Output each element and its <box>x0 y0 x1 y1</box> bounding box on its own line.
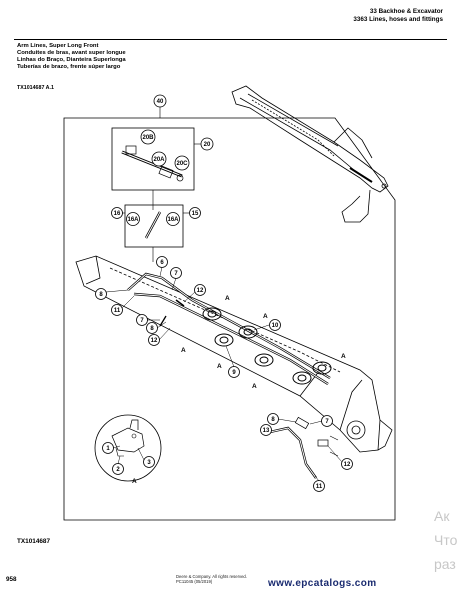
detail-box-16: 16A 16A 16 15 <box>111 204 201 262</box>
svg-text:20B: 20B <box>142 135 154 141</box>
detail-box-20: 20B 20A 20C 20 <box>111 127 214 210</box>
svg-text:20A: 20A <box>153 157 165 163</box>
svg-text:7: 7 <box>140 318 144 324</box>
svg-text:A: A <box>225 295 230 302</box>
side-text-3: раз <box>434 556 456 572</box>
title-line-pt: Linhas do Braço, Dianteira Superlonga <box>17 57 126 63</box>
arm-structure <box>75 255 393 453</box>
section-title: 33 Backhoe & Excavator <box>369 8 443 15</box>
figure-id: TX1014687 <box>17 538 51 545</box>
section-header: 33 Backhoe & Excavator 3363 Lines, hoses… <box>353 8 443 24</box>
svg-text:8: 8 <box>150 326 154 332</box>
footer-copyright: Deere & Company. All rights reserved. <box>176 574 247 579</box>
svg-text:11: 11 <box>316 484 323 490</box>
footer-catalog: PC11045 (05/2019) <box>176 579 213 584</box>
svg-text:A: A <box>341 353 346 360</box>
svg-text:9: 9 <box>232 370 236 376</box>
svg-text:7: 7 <box>174 271 178 277</box>
svg-text:2: 2 <box>116 467 120 473</box>
svg-text:A: A <box>217 363 222 370</box>
callout-40: 40 <box>153 94 167 118</box>
watermark: www.epcatalogs.com <box>268 578 377 589</box>
svg-text:8: 8 <box>99 292 103 298</box>
svg-text:A: A <box>263 313 268 320</box>
title-line-fr: Conduites de bras, avant super longue <box>17 50 126 56</box>
section-a-detail: 1 2 3 <box>94 414 162 482</box>
page-title: Arm Lines, Super Long Front Conduites de… <box>17 43 126 71</box>
svg-text:3: 3 <box>147 460 151 466</box>
svg-text:12: 12 <box>151 338 158 344</box>
svg-text:16A: 16A <box>167 217 179 223</box>
svg-text:12: 12 <box>197 288 204 294</box>
svg-text:1: 1 <box>106 446 110 452</box>
section-marker-a: A A A A A A A <box>132 295 346 485</box>
arm-hoses <box>127 272 332 386</box>
footer-text: Deere & Company. All rights reserved. PC… <box>176 574 247 584</box>
side-text-1: Ак <box>434 508 450 524</box>
svg-text:11: 11 <box>114 308 121 314</box>
excavator-arm-overview <box>231 85 389 223</box>
svg-text:13: 13 <box>263 428 270 434</box>
svg-text:12: 12 <box>344 462 351 468</box>
svg-text:40: 40 <box>157 99 164 105</box>
svg-text:16A: 16A <box>127 217 139 223</box>
svg-text:16: 16 <box>114 211 121 217</box>
svg-text:6: 6 <box>160 260 164 266</box>
figure-reference: TX1014687 A.1 <box>17 85 54 91</box>
svg-text:A: A <box>132 478 137 485</box>
arm-callouts: 6 7 8 11 12 7 8 12 10 9 A A A A A A A <box>95 256 346 485</box>
svg-text:A: A <box>181 347 186 354</box>
title-line-en: Arm Lines, Super Long Front <box>17 43 99 49</box>
svg-text:20C: 20C <box>176 161 188 167</box>
title-line-es: Tuberías de brazo, frente súper largo <box>17 64 121 70</box>
subsection-title: 3363 Lines, hoses and fittings <box>353 16 443 23</box>
detail-frame <box>63 117 396 521</box>
svg-text:10: 10 <box>272 323 279 329</box>
side-text-2: Что <box>434 532 458 548</box>
header-rule <box>14 39 447 40</box>
svg-text:A: A <box>252 383 257 390</box>
svg-text:7: 7 <box>325 419 329 425</box>
page-number: 958 <box>6 576 17 583</box>
hose-detail-bottom: 8 13 7 12 11 <box>260 413 353 492</box>
svg-text:15: 15 <box>192 211 199 217</box>
svg-text:8: 8 <box>271 417 275 423</box>
svg-text:20: 20 <box>204 142 211 148</box>
